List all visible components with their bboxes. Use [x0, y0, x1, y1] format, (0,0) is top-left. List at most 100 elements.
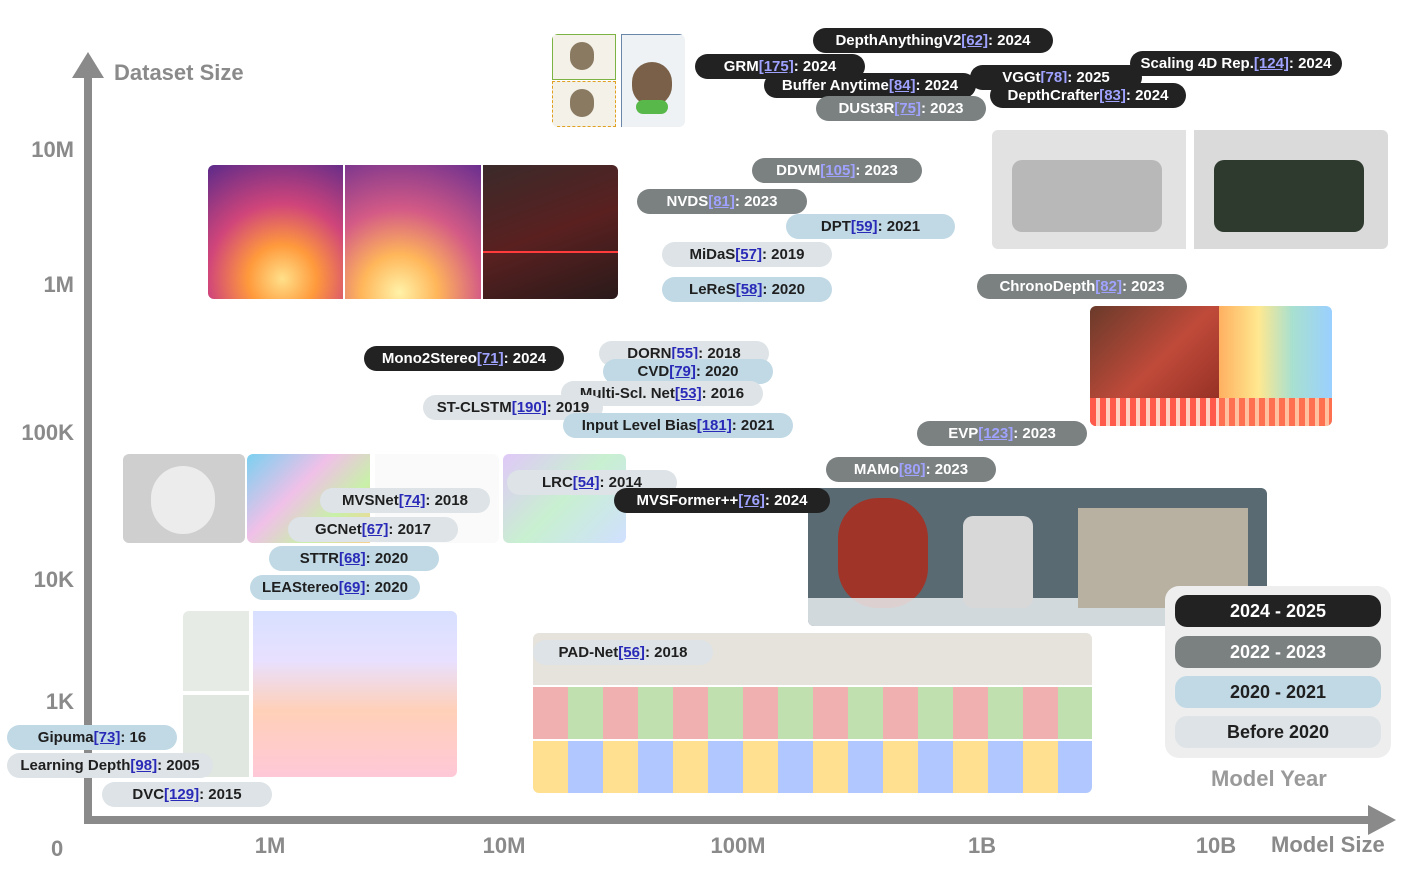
- citation-link[interactable]: [181]: [696, 417, 732, 434]
- method-label: ChronoDepth[82]: 2023: [977, 274, 1187, 299]
- land-rover-images: [992, 130, 1388, 249]
- method-year: 2023: [864, 162, 898, 179]
- method-label: Gipuma[73]: 16: [7, 725, 177, 750]
- method-year: 2021: [740, 417, 775, 434]
- method-name: DepthCrafter: [1007, 87, 1100, 104]
- citation-link[interactable]: [79]: [669, 363, 696, 380]
- separator: :: [1121, 278, 1132, 295]
- method-label: NVDS[81]: 2023: [637, 189, 807, 214]
- citation-link[interactable]: [76]: [738, 492, 765, 509]
- citation-link[interactable]: [71]: [476, 350, 504, 367]
- citation-link[interactable]: [78]: [1040, 69, 1068, 86]
- citation-link[interactable]: [80]: [898, 461, 926, 478]
- citation-link[interactable]: [58]: [735, 281, 763, 298]
- method-name: GRM: [723, 58, 759, 75]
- method-year: 2019: [555, 399, 590, 416]
- y-tick-label: 1M: [43, 272, 74, 297]
- method-name: DUSt3R: [838, 100, 895, 117]
- separator: :: [120, 729, 130, 746]
- y-axis-line: [84, 74, 92, 824]
- citation-link[interactable]: [74]: [398, 492, 426, 509]
- method-name: MVSFormer++: [636, 492, 739, 509]
- normal-map-image: [503, 454, 626, 543]
- method-label: EVP[123]: 2023: [917, 421, 1087, 446]
- citation-link[interactable]: [56]: [618, 644, 645, 661]
- citation-link[interactable]: [73]: [93, 729, 121, 746]
- citation-link[interactable]: [105]: [820, 162, 856, 179]
- separator: :: [877, 218, 887, 235]
- method-label: DPT[59]: 2021: [786, 214, 955, 239]
- method-name: Mono2Stereo: [381, 350, 477, 367]
- citation-link[interactable]: [190]: [511, 399, 547, 416]
- buddha-statue-image: [123, 454, 245, 543]
- method-label: MiDaS[57]: 2019: [662, 242, 832, 267]
- y-axis-arrowhead: [72, 52, 104, 78]
- toy-rabbit-images: [552, 34, 685, 127]
- method-year: 2020: [705, 363, 739, 380]
- method-name: Gipuma: [37, 729, 94, 746]
- method-name: Multi-Scl. Net: [579, 385, 675, 402]
- separator: :: [764, 492, 775, 509]
- citation-link[interactable]: [124]: [1253, 55, 1289, 72]
- method-label: Learning Depth[98]: 2005: [7, 753, 213, 778]
- separator: :: [762, 281, 772, 298]
- citation-link[interactable]: [57]: [735, 246, 762, 263]
- method-name: LRC: [541, 474, 573, 491]
- separator: :: [734, 193, 745, 210]
- separator: :: [546, 399, 556, 416]
- method-year: 2018: [707, 345, 741, 362]
- method-year: 2024: [774, 492, 808, 509]
- method-label: DepthCrafter[83]: 2024: [990, 83, 1186, 108]
- method-label: CVD[79]: 2020: [603, 359, 773, 384]
- y-tick-label: 100K: [21, 420, 74, 445]
- method-year: 2024: [802, 58, 837, 75]
- method-name: DPT: [820, 218, 851, 235]
- method-year: 2020: [771, 281, 805, 298]
- method-name: PAD-Net: [558, 644, 619, 661]
- outdoor-depth-images: [183, 611, 457, 777]
- method-name: MAMo: [853, 461, 899, 478]
- method-label: GCNet[67]: 2017: [288, 517, 458, 542]
- citation-link[interactable]: [98]: [130, 757, 158, 774]
- method-name: DVC: [132, 786, 165, 803]
- citation-link[interactable]: [75]: [894, 100, 921, 117]
- method-label: DUSt3R[75]: 2023: [816, 96, 986, 121]
- citation-link[interactable]: [53]: [674, 385, 702, 402]
- separator: :: [388, 521, 398, 538]
- method-year: 2020: [374, 579, 408, 596]
- citation-link[interactable]: [62]: [961, 32, 988, 49]
- separator: :: [761, 246, 772, 263]
- citation-link[interactable]: [69]: [338, 579, 366, 596]
- method-name: LEAStereo: [262, 579, 339, 596]
- y-tick-label: 10K: [33, 567, 74, 592]
- citation-link[interactable]: [54]: [572, 474, 600, 491]
- separator: :: [920, 100, 931, 117]
- separator: :: [855, 162, 865, 179]
- method-year: 2024: [924, 77, 959, 94]
- citation-link[interactable]: [129]: [164, 786, 200, 803]
- method-label: PAD-Net[56]: 2018: [533, 640, 713, 665]
- citation-link[interactable]: [68]: [338, 550, 366, 567]
- citation-link[interactable]: [175]: [758, 58, 794, 75]
- method-name: LeReS: [689, 281, 736, 298]
- citation-link[interactable]: [81]: [708, 193, 735, 210]
- method-name: DORN: [627, 345, 672, 362]
- citation-link[interactable]: [83]: [1099, 87, 1126, 104]
- y-axis-title: Dataset Size: [114, 60, 244, 85]
- citation-link[interactable]: [123]: [978, 425, 1014, 442]
- citation-link[interactable]: [67]: [361, 521, 389, 538]
- method-label: Mono2Stereo[71]: 2024: [364, 346, 564, 371]
- citation-link[interactable]: [59]: [850, 218, 878, 235]
- separator: :: [1067, 69, 1077, 86]
- method-name: ChronoDepth: [999, 278, 1096, 295]
- separator: :: [365, 579, 375, 596]
- citation-link[interactable]: [55]: [671, 345, 699, 362]
- x-tick-label: 10M: [482, 833, 526, 858]
- separator: :: [987, 32, 998, 49]
- citation-link[interactable]: [84]: [888, 77, 916, 94]
- legend-item-2020-2021: 2020 - 2021: [1175, 676, 1381, 708]
- separator: :: [731, 417, 741, 434]
- citation-link[interactable]: [82]: [1095, 278, 1122, 295]
- method-year: 2025: [1076, 69, 1110, 86]
- method-year: 2023: [930, 100, 964, 117]
